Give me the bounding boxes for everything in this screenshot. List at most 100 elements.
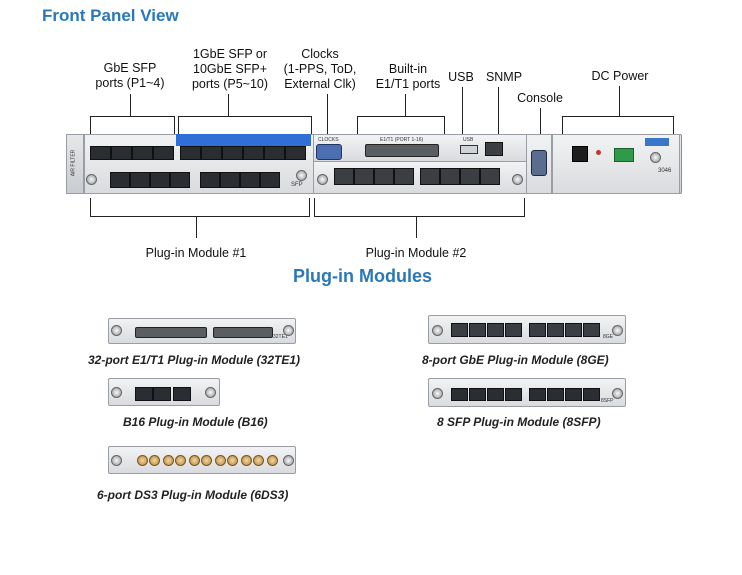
clock-connector[interactable] [316, 144, 342, 160]
usb-port[interactable] [460, 145, 478, 154]
rj45-port [583, 323, 600, 337]
sfp-port[interactable] [153, 146, 174, 160]
sfp-cage [469, 388, 486, 401]
module1-screw [296, 170, 307, 181]
console-callout: Console [517, 91, 563, 105]
coax-connector [149, 455, 160, 466]
module-b16-caption: B16 Plug-in Module (B16) [123, 415, 268, 429]
module1-sfp-port[interactable] [110, 172, 130, 188]
e1t1-connector[interactable] [365, 144, 439, 157]
module1-sfp-port[interactable] [200, 172, 220, 188]
gbe-sfp-callout: GbE SFP ports (P1~4) [95, 61, 165, 90]
console-panel [526, 134, 552, 194]
module1-sfp-port[interactable] [130, 172, 150, 188]
sfp-port[interactable] [111, 146, 132, 160]
sfp-cage [529, 388, 546, 401]
module-6ds3-image [108, 446, 296, 474]
module2-rj45-port[interactable] [440, 168, 460, 185]
module2-rj45-port[interactable] [480, 168, 500, 185]
module-tag: 8GE [603, 334, 614, 340]
dc-terminal[interactable] [614, 148, 634, 162]
module2-rj45-port[interactable] [460, 168, 480, 185]
module2-rj45-port[interactable] [354, 168, 374, 185]
module2-rj45-port[interactable] [374, 168, 394, 185]
e1t1-bracket [357, 116, 445, 117]
clocks-panel-label: CLOCKS [318, 137, 339, 143]
dc-power-bracket [562, 116, 674, 117]
bracket-tick [178, 116, 179, 134]
module2-bracket [314, 216, 525, 217]
coax-connector [175, 455, 186, 466]
bracket-tick [130, 94, 131, 116]
module-screw [111, 455, 122, 466]
module-6ds3-caption: 6-port DS3 Plug-in Module (6DS3) [97, 488, 289, 502]
snmp-port[interactable] [485, 142, 503, 156]
bracket-tick [524, 198, 525, 216]
module-8sfp-image: 8SFP [428, 378, 626, 407]
bracket-tick [311, 116, 312, 134]
module-screw [612, 325, 623, 336]
sfp-port[interactable] [90, 146, 111, 160]
scsi-connector [213, 327, 273, 338]
console-port[interactable] [531, 150, 547, 176]
scsi-connector [135, 327, 207, 338]
module-32te1-image: 32TE1 [108, 318, 296, 344]
module-tag: 32TE1 [273, 334, 288, 340]
clocks-callout: Clocks (1-PPS, ToD, External Clk) [283, 47, 357, 91]
module1-callout: Plug-in Module #1 [145, 246, 247, 260]
b16-port [153, 387, 171, 401]
left-ear [66, 134, 84, 194]
bracket-tick [90, 198, 91, 216]
module2-rj45-port[interactable] [334, 168, 354, 185]
gbe-sfp-bracket [90, 116, 175, 117]
power-switch[interactable] [572, 146, 588, 162]
sfp-port[interactable] [132, 146, 153, 160]
sfp-port[interactable] [201, 146, 222, 160]
bracket-tick [444, 116, 445, 136]
front-panel-heading: Front Panel View [42, 6, 179, 25]
rj45-port [469, 323, 486, 337]
sfp-highlight-strip [176, 134, 311, 146]
bracket-tick [357, 116, 358, 136]
clocks-line [327, 94, 328, 136]
sfp-port[interactable] [285, 146, 306, 160]
module-screw [612, 388, 623, 399]
dc-power-callout: DC Power [591, 69, 649, 83]
module1-sfp-port[interactable] [170, 172, 190, 188]
sfp-port[interactable] [264, 146, 285, 160]
module1-sfp-port[interactable] [240, 172, 260, 188]
sfp-port[interactable] [222, 146, 243, 160]
bracket-tick [196, 216, 197, 238]
rj45-port [451, 323, 468, 337]
sfp-10g-callout: 1GbE SFP or 10GbE SFP+ ports (P5~10) [191, 47, 269, 91]
coax-connector [267, 455, 278, 466]
b16-port [173, 387, 191, 401]
sfp-10g-bracket [178, 116, 312, 117]
module2-screw [512, 174, 523, 185]
coax-connector [163, 455, 174, 466]
module-8ge-caption: 8-port GbE Plug-in Module (8GE) [422, 353, 609, 367]
model-label: 3046 [658, 168, 672, 174]
usb-panel-label: USB [463, 137, 474, 143]
module1-sfp-port[interactable] [150, 172, 170, 188]
module1-sfp-port[interactable] [220, 172, 240, 188]
sfp-cage [565, 388, 582, 401]
module-screw [432, 325, 443, 336]
module1-sfp-port[interactable] [260, 172, 280, 188]
air-filter-label: AIR FILTER [70, 149, 77, 177]
module2-rj45-port[interactable] [420, 168, 440, 185]
bracket-tick [562, 116, 563, 136]
coax-connector [215, 455, 226, 466]
coax-connector [189, 455, 200, 466]
module-screw [432, 388, 443, 399]
coax-connector [253, 455, 264, 466]
sfp-port[interactable] [180, 146, 201, 160]
sfp-port[interactable] [243, 146, 264, 160]
module-screw [283, 455, 294, 466]
module-screw [111, 325, 122, 336]
module1-sfp-label: SFP [291, 182, 303, 188]
sfp-cage [505, 388, 522, 401]
module1-bracket [90, 216, 310, 217]
coax-connector [241, 455, 252, 466]
module2-rj45-port[interactable] [394, 168, 414, 185]
